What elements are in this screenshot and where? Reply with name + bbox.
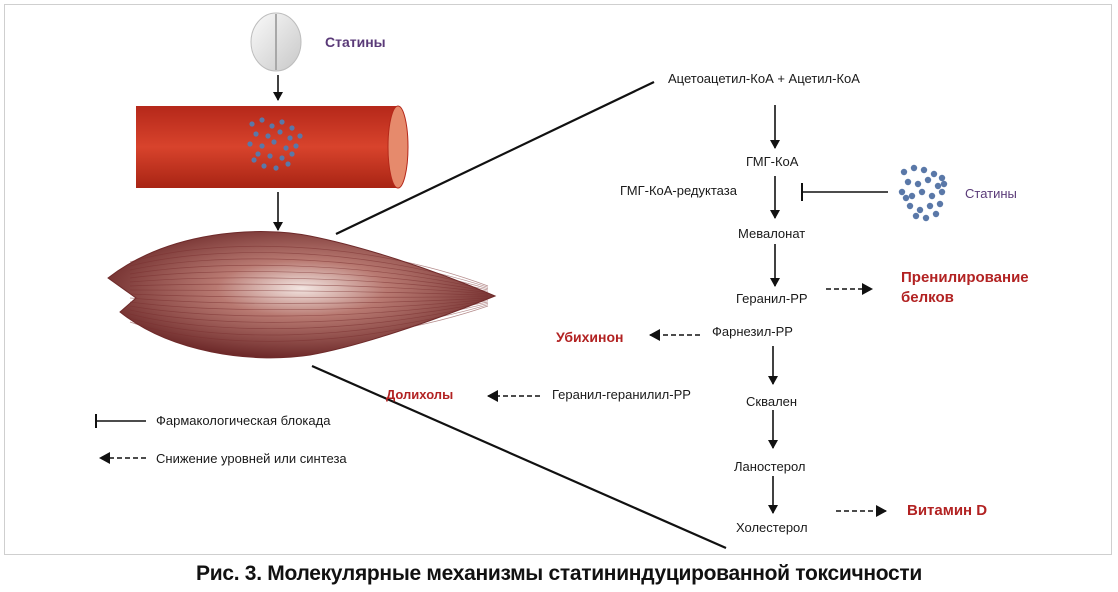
legend-blockade-symbol: [95, 414, 146, 428]
hmg-coa-label: ГМГ-КоА: [746, 154, 799, 169]
statin-molecule-dot: [932, 210, 940, 218]
figure-caption: Рис. 3. Молекулярные механизмы статининд…: [196, 562, 922, 585]
muscle-fiber: [129, 289, 489, 296]
statin-molecule-dot: [251, 157, 257, 163]
cholesterol-label: Холестерол: [736, 520, 808, 535]
statin-molecule-dot: [928, 192, 936, 200]
statin-molecule-dot: [261, 163, 267, 169]
statin-molecule-dot: [902, 194, 910, 202]
muscle-fiber: [129, 293, 489, 298]
statin-molecule-dot: [904, 178, 912, 186]
muscle-fiber: [129, 283, 489, 295]
statin-molecule-dot: [289, 151, 295, 157]
geranyl-pp-label: Геранил-PP: [736, 291, 808, 306]
statins-label-right: Статины: [965, 186, 1017, 201]
statin-molecule-dot: [920, 166, 928, 174]
statin-molecule-dot: [247, 141, 253, 147]
hmg-coa-reductase-label: ГМГ-КоА-редуктаза: [620, 183, 737, 198]
statin-molecule-dot: [912, 212, 920, 220]
statin-molecule-dot: [938, 174, 946, 182]
statin-molecule-dot: [914, 180, 922, 188]
statins-label-top: Статины: [325, 34, 386, 50]
dolichols-label: Долихолы: [386, 387, 454, 402]
statin-molecule-dot: [285, 161, 291, 167]
statin-molecule-dot: [898, 188, 906, 196]
statin-molecule-dot: [273, 165, 279, 171]
statin-molecule-dot: [926, 202, 934, 210]
muscle-fiber: [129, 300, 489, 317]
muscle-fiber: [129, 271, 489, 292]
vitamin-d-label: Витамин D: [907, 502, 988, 519]
statin-molecule-dot: [283, 145, 289, 151]
prenylation-label-line1: Пренилирование: [901, 269, 1029, 286]
statin-molecule-dot: [906, 202, 914, 210]
statin-molecule-dot: [253, 131, 259, 137]
statin-molecule-dot: [293, 143, 299, 149]
statin-molecule-dot: [259, 117, 265, 123]
statin-molecule-dot: [279, 155, 285, 161]
statin-molecule-dot: [934, 182, 942, 190]
muscle-illustration: [107, 231, 497, 359]
muscle-fiber: [129, 258, 489, 290]
statin-molecule-dot: [940, 180, 948, 188]
muscle-fiber: [129, 301, 489, 323]
statin-molecule-dot: [269, 123, 275, 129]
statin-molecule-dot: [936, 200, 944, 208]
statin-molecule-dot: [908, 192, 916, 200]
statin-molecule-dot: [255, 151, 261, 157]
statin-molecule-dot: [271, 139, 277, 145]
muscle-fiber: [129, 298, 489, 311]
inhibition-line: [801, 183, 888, 201]
legend-decrease-label: Снижение уровней или синтеза: [156, 451, 347, 466]
statin-molecule-dot: [922, 214, 930, 222]
muscle-fiber: [129, 264, 489, 291]
statin-molecule-dot: [910, 164, 918, 172]
statin-molecule-dot: [297, 133, 303, 139]
prenylation-label-line2: белков: [901, 289, 954, 306]
lanosterol-label: Ланостерол: [734, 459, 806, 474]
acetoacetyl-coa-label: Ацетоацетил-КоА + Ацетил-КоА: [668, 71, 860, 86]
mevalonate-label: Мевалонат: [738, 226, 806, 241]
zoom-line-bottom: [311, 364, 727, 550]
statin-molecule-dot: [287, 135, 293, 141]
statin-molecules-cluster: [898, 164, 948, 222]
statin-molecule-dot: [279, 119, 285, 125]
geranylgeranyl-pp-label: Геранил-геранилил-PP: [552, 387, 691, 402]
figure-frame: [4, 4, 1112, 555]
statin-molecule-dot: [938, 188, 946, 196]
statin-molecule-dot: [900, 168, 908, 176]
squalene-label: Сквален: [746, 394, 798, 409]
muscle-fiber: [129, 245, 489, 287]
muscle-fiber: [129, 302, 489, 330]
muscle-fiber: [129, 277, 489, 294]
muscle-fiber: [129, 297, 489, 304]
statin-molecule-dot: [916, 206, 924, 214]
muscle-fiber: [129, 252, 489, 288]
statin-molecule-dot: [277, 129, 283, 135]
pill-icon: [250, 12, 302, 72]
zoom-line-top: [335, 81, 655, 235]
blood-vessel: [136, 105, 409, 189]
statin-molecule-dot: [918, 188, 926, 196]
statin-molecule-dot: [249, 121, 255, 127]
statin-molecule-dot: [259, 143, 265, 149]
ubiquinone-label: Убихинон: [556, 329, 624, 345]
statin-molecule-dot: [930, 170, 938, 178]
statin-molecules-in-vessel: [247, 117, 303, 171]
statin-molecule-dot: [267, 153, 273, 159]
muscle-fiber: [129, 305, 489, 342]
pathway-arrows: [768, 105, 780, 514]
statin-molecule-dot: [924, 176, 932, 184]
muscle-fiber: [129, 304, 489, 336]
statin-molecule-dot: [265, 133, 271, 139]
dashed-arrows: [487, 283, 887, 517]
statin-molecule-dot: [289, 125, 295, 131]
farnesyl-pp-label: Фарнезил-PP: [712, 324, 793, 339]
legend-blockade-label: Фармакологическая блокада: [156, 413, 331, 428]
